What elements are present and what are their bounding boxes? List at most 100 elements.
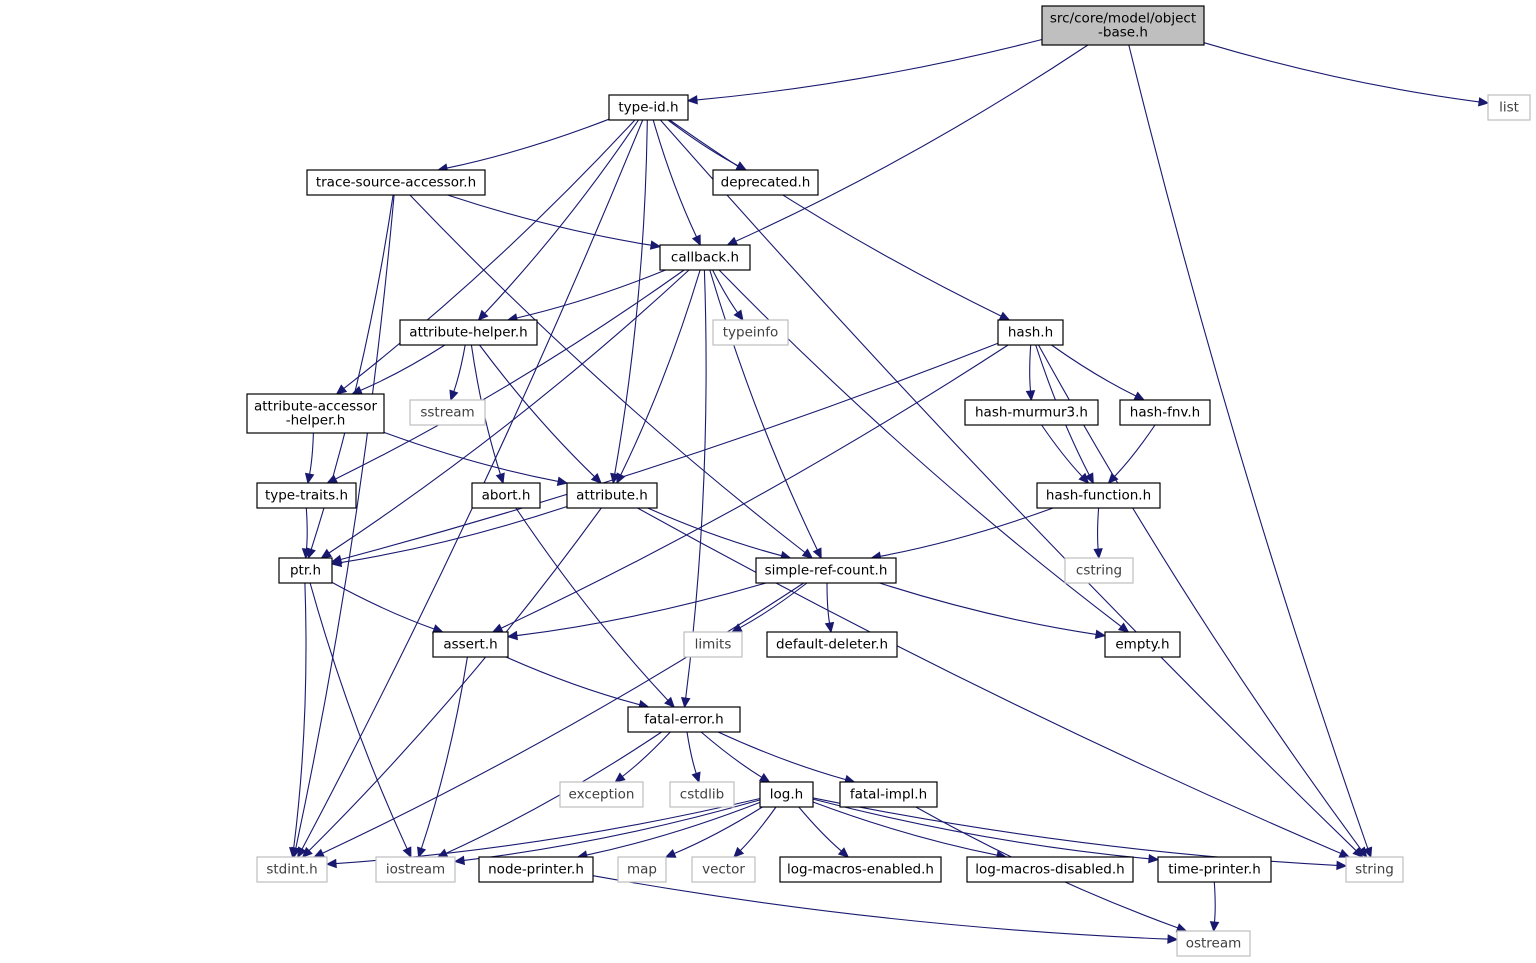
edge-line — [500, 344, 1009, 629]
edge-callback-to-type-traits — [326, 269, 685, 484]
arrowhead-icon — [824, 621, 835, 634]
edge-log-to-iostream — [453, 799, 761, 866]
node-box — [1104, 631, 1181, 658]
node-label: list — [1499, 100, 1519, 116]
edge-line — [420, 656, 468, 849]
node-box — [683, 631, 743, 658]
edge-assert-to-fatal-error — [505, 656, 650, 710]
edge-line — [1029, 344, 1032, 392]
arrowhead-icon — [837, 847, 850, 858]
node-ostream: ostream — [1176, 930, 1251, 957]
node-empty[interactable]: empty.h — [1104, 631, 1181, 658]
node-node-printer[interactable]: node-printer.h — [478, 856, 594, 883]
edge-line — [322, 582, 805, 854]
node-hash-function[interactable]: hash-function.h — [1036, 482, 1161, 509]
edge-callback-to-attribute-helper — [506, 269, 666, 323]
edge-line — [709, 269, 818, 551]
edge-type-id-to-hash — [669, 119, 1011, 321]
arrowhead-icon — [351, 385, 363, 395]
node-label: attribute-accessor — [254, 399, 378, 415]
node-label: fatal-error.h — [644, 712, 724, 728]
node-label: type-id.h — [618, 100, 678, 116]
edge-type-id-to-attribute-helper — [477, 119, 639, 321]
edge-line — [447, 194, 652, 246]
edge-type-id-to-trace-source-accessor — [436, 118, 610, 173]
edge-attribute-helper-to-attribute — [479, 344, 602, 484]
edge-line — [622, 731, 671, 777]
node-map: map — [617, 856, 667, 883]
edge-trace-source-accessor-to-simple-ref-count — [409, 194, 814, 559]
edge-line — [484, 119, 639, 314]
node-type-traits[interactable]: type-traits.h — [256, 482, 357, 509]
node-label: vector — [702, 862, 745, 878]
node-object-base[interactable]: src/core/model/object-base.h — [1041, 5, 1205, 46]
node-abort[interactable]: abort.h — [471, 482, 541, 509]
arrowhead-icon — [664, 849, 677, 858]
node-box — [1487, 94, 1531, 121]
node-box — [712, 169, 819, 196]
node-box — [759, 781, 814, 808]
edge-hash-to-hash-murmur3 — [1025, 344, 1036, 402]
node-limits: limits — [683, 631, 743, 658]
node-log[interactable]: log.h — [759, 781, 814, 808]
edge-object-base-to-string — [1128, 44, 1373, 859]
node-hash-fnv[interactable]: hash-fnv.h — [1119, 399, 1211, 426]
node-attribute-accessor-helper[interactable]: attribute-accessor-helper.h — [246, 393, 385, 434]
node-label: map — [627, 862, 657, 878]
node-label: time-printer.h — [1168, 862, 1261, 878]
arrowhead-icon — [320, 548, 333, 559]
edge-line — [1097, 507, 1100, 550]
arrowhead-icon — [1336, 860, 1348, 871]
edge-line — [700, 731, 763, 778]
node-label: exception — [569, 787, 635, 803]
edge-line — [659, 119, 1357, 852]
arrowhead-icon — [686, 95, 698, 105]
node-label: typeinfo — [723, 325, 778, 341]
arrowhead-icon — [649, 240, 662, 250]
edge-object-base-to-list — [1203, 42, 1490, 107]
node-label: fatal-impl.h — [850, 787, 927, 803]
node-ptr[interactable]: ptr.h — [278, 557, 333, 584]
arrowhead-icon — [1078, 472, 1090, 484]
edge-line — [1203, 42, 1480, 103]
arrowhead-icon — [1167, 934, 1179, 944]
edge-line — [328, 269, 690, 554]
edge-hash-to-ptr — [330, 342, 999, 565]
arrowhead-icon — [691, 234, 701, 247]
node-fatal-impl[interactable]: fatal-impl.h — [839, 781, 938, 808]
node-label: -helper.h — [286, 413, 346, 429]
node-label: string — [1355, 862, 1394, 878]
node-assert[interactable]: assert.h — [432, 631, 509, 658]
node-label: log-macros-enabled.h — [787, 862, 934, 878]
node-log-macros-enabled[interactable]: log-macros-enabled.h — [779, 856, 942, 883]
node-fatal-error[interactable]: fatal-error.h — [627, 706, 741, 733]
arrowhead-icon — [301, 548, 312, 560]
node-label: assert.h — [443, 637, 497, 653]
edge-object-base-to-type-id — [686, 38, 1043, 105]
node-attribute[interactable]: attribute.h — [566, 482, 658, 509]
node-label: stdint.h — [266, 862, 317, 878]
edge-abort-to-fatal-error — [515, 507, 675, 708]
node-trace-source-accessor[interactable]: trace-source-accessor.h — [306, 169, 486, 196]
node-time-printer[interactable]: time-printer.h — [1157, 856, 1272, 883]
edge-attribute-accessor-helper-to-attribute — [383, 431, 569, 486]
node-default-deleter[interactable]: default-deleter.h — [766, 631, 898, 658]
arrowhead-icon — [1094, 629, 1107, 639]
edge-line — [463, 799, 761, 861]
node-cstdlib: cstdlib — [669, 781, 735, 808]
arrowhead-icon — [801, 548, 814, 559]
node-callback[interactable]: callback.h — [659, 244, 751, 271]
node-log-macros-disabled[interactable]: log-macros-disabled.h — [966, 856, 1134, 883]
node-deprecated[interactable]: deprecated.h — [712, 169, 819, 196]
edge-line — [739, 582, 808, 629]
node-attribute-helper[interactable]: attribute-helper.h — [399, 319, 538, 346]
arrowhead-icon — [812, 547, 822, 560]
node-box — [1041, 5, 1205, 46]
node-simple-ref-count[interactable]: simple-ref-count.h — [755, 557, 897, 584]
edge-line — [331, 581, 435, 630]
edge-callback-to-simple-ref-count — [709, 269, 822, 560]
node-hash-murmur3[interactable]: hash-murmur3.h — [964, 399, 1099, 426]
node-type-id[interactable]: type-id.h — [608, 94, 689, 121]
node-hash[interactable]: hash.h — [997, 319, 1064, 346]
edge-attribute-to-stdint — [301, 507, 602, 858]
